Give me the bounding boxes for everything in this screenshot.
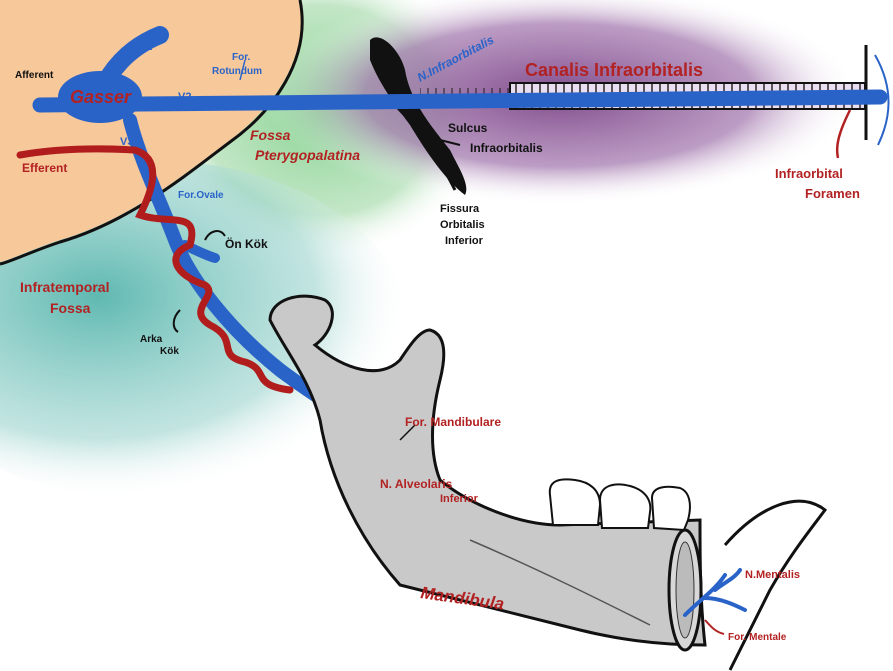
label-sulcus-1: Sulcus — [448, 121, 488, 135]
label-infratemporal-2: Fossa — [50, 300, 91, 316]
label-kok: Kök — [160, 346, 179, 357]
label-fissura-3: Inferior — [445, 235, 484, 247]
arrow-for-mentale — [705, 620, 724, 634]
label-for-rotundum-1: For. — [232, 52, 251, 63]
label-n-mentalis: N.Mentalis — [745, 569, 800, 581]
label-for-ovale: For.Ovale — [178, 190, 224, 201]
label-v1: V1 — [140, 42, 153, 53]
label-infratemporal-1: Infratemporal — [20, 279, 109, 295]
label-for-mentale: For. Mentale — [728, 632, 787, 643]
label-on-kok: Ön Kök — [225, 236, 268, 251]
label-infraorbital-foramen-1: Infraorbital — [775, 166, 843, 181]
tooth-2 — [600, 484, 650, 528]
label-gasser: Gasser — [70, 87, 132, 107]
label-arka: Arka — [140, 334, 163, 345]
label-for-rotundum-2: Rotundum — [212, 66, 262, 77]
tooth-3 — [652, 487, 690, 530]
label-fossa-2: Pterygopalatina — [255, 147, 360, 163]
label-infraorbital-foramen-2: Foramen — [805, 186, 860, 201]
label-n-alveolaris-2: Inferior — [440, 493, 479, 505]
label-efferent: Efferent — [22, 161, 67, 175]
label-n-alveolaris-1: N. Alveolaris — [380, 477, 453, 491]
label-sulcus-2: Infraorbitalis — [470, 141, 543, 155]
label-v2: V2 — [178, 91, 191, 103]
tooth-1 — [550, 479, 600, 525]
label-v3: V3 — [120, 136, 133, 148]
label-afferent: Afferent — [15, 70, 54, 81]
lip-outline — [725, 501, 825, 670]
label-fissura-2: Orbitalis — [440, 219, 485, 231]
label-fissura-1: Fissura — [440, 203, 480, 215]
label-fossa-1: Fossa — [250, 127, 291, 143]
label-for-mandibulare: For. Mandibulare — [405, 415, 501, 429]
maxillary-nerve-v2 — [40, 97, 880, 105]
label-canalis-infraorbitalis: Canalis Infraorbitalis — [525, 60, 703, 80]
mandible-cross-inner — [676, 542, 694, 638]
